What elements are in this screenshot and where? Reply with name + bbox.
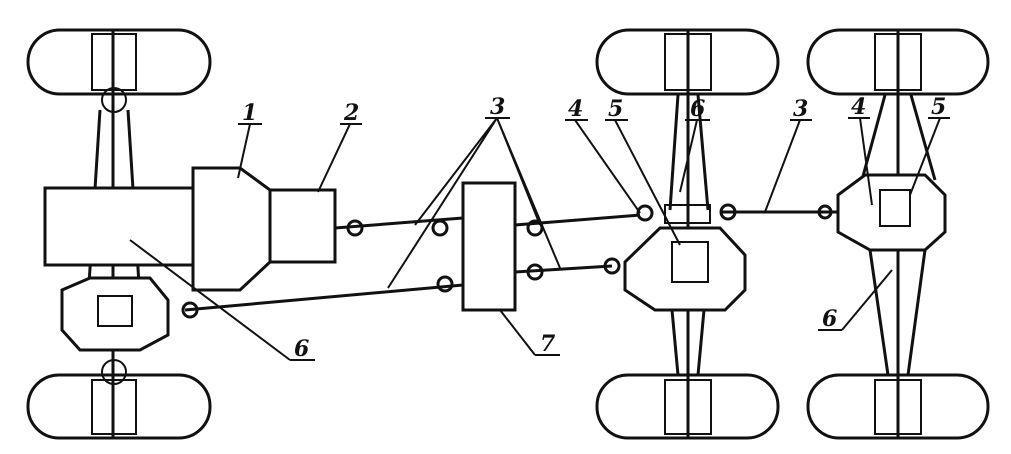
label-main-gear-right: 4 <box>851 94 866 120</box>
label-transfer-case: 7 <box>540 331 556 357</box>
part-labels: 1 2 3 4 5 6 3 4 5 6 7 6 <box>242 94 946 362</box>
label-gearbox: 2 <box>343 100 359 126</box>
rear-differential <box>879 189 911 227</box>
mid-differential <box>671 241 709 283</box>
wheels <box>26 28 990 440</box>
engine-1 <box>191 166 272 292</box>
label-main-gear-mid: 4 <box>568 96 583 122</box>
mid-axle-housing <box>623 226 747 312</box>
wheel-front-left <box>26 28 212 96</box>
label-half-shafts-mid: 6 <box>690 96 705 122</box>
cardan-shafts <box>181 203 840 319</box>
label-differential-mid: 5 <box>608 96 623 122</box>
transfer-case-7 <box>461 181 517 312</box>
label-cardan-shafts: 3 <box>490 94 505 120</box>
engine-block <box>43 186 197 267</box>
leader-lines <box>129 117 950 361</box>
label-cardan-shaft-right: 3 <box>793 96 808 122</box>
label-half-shafts-right: 6 <box>822 306 837 332</box>
label-engine: 1 <box>242 100 257 126</box>
label-differential-right: 5 <box>931 94 946 120</box>
label-half-shafts-front: 6 <box>294 336 309 362</box>
gearbox-2 <box>268 188 337 264</box>
front-main-gear <box>97 295 133 327</box>
front-axle-housing <box>60 276 170 352</box>
wheel-front-right <box>26 373 212 440</box>
rear-axle-housing <box>836 173 947 252</box>
